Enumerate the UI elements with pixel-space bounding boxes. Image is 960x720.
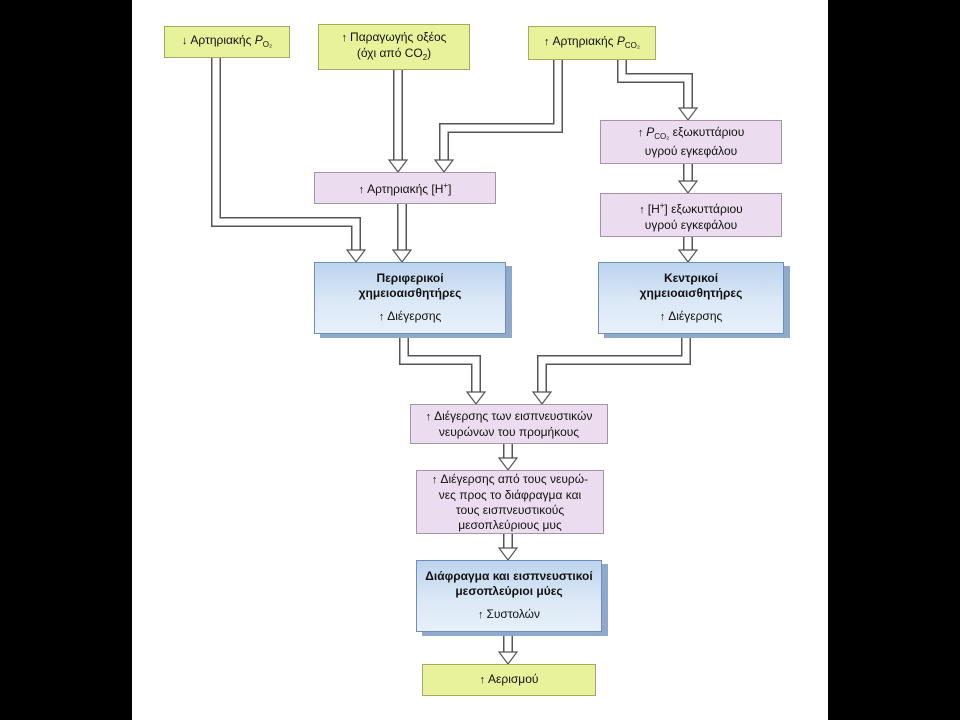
pco2-ecf-brain-box: ↑PCO₂ εξωκυττάριου υγρού εγκεφάλου	[600, 120, 782, 164]
flow-arrows	[211, 58, 699, 665]
arrow-h-to-peripheral	[391, 204, 413, 263]
increase-arrow-icon: ↑	[378, 311, 385, 323]
increase-arrow-icon: ↑	[637, 127, 644, 139]
increase-arrow-icon: ↑	[358, 184, 365, 196]
arterial-h-box: ↑Αρτηριακής [H+]	[314, 172, 496, 204]
motor-nerves-box: ↑Διέγερσης από τους νευρώ- νες προς το δ…	[416, 470, 604, 534]
h-ecf-brain-box: ↑[H+] εξωκυττάριου υγρού εγκεφάλου	[600, 193, 782, 237]
increase-arrow-icon: ↑	[544, 35, 550, 48]
decrease-arrow-icon: ↓	[181, 34, 188, 47]
central-chemoreceptors-box: Κεντρικοί χημειοαισθητήρες ↑Διέγερσης	[598, 262, 784, 334]
arrow-nerves-to-diaphragm	[497, 534, 519, 561]
acid-production-box: ↑Παραγωγής οξέος (όχι από CO2)	[318, 24, 470, 70]
arrow-pco2-to-h	[433, 60, 563, 173]
arterial-po2-box: ↓Αρτηριακής PO₂	[164, 26, 290, 58]
arterial-pco2-box: ↑Αρτηριακής PCO₂	[528, 26, 656, 60]
arrow-ecf-pco2-to-h	[677, 164, 699, 194]
arrow-acid-to-h	[387, 70, 409, 173]
increase-arrow-icon: ↑	[341, 31, 348, 44]
arrow-central-to-medulla	[531, 334, 691, 405]
peripheral-chemoreceptors-box: Περιφερικοί χημειοαισθητήρες ↑Διέγερσης	[314, 262, 506, 334]
increase-arrow-icon: ↑	[425, 410, 432, 423]
ventilation-box: ↑Αερισμού	[422, 664, 596, 696]
arrow-po2-to-peripheral	[211, 58, 367, 263]
arrow-ecf-h-to-central	[677, 237, 699, 263]
arrow-medulla-to-nerves	[497, 444, 519, 471]
arrow-pco2-to-ecf	[617, 60, 699, 121]
increase-arrow-icon: ↑	[431, 473, 438, 486]
increase-arrow-icon: ↑	[659, 311, 666, 323]
arrow-diaphragm-to-ventilation	[497, 632, 519, 665]
increase-arrow-icon: ↑	[639, 203, 645, 216]
medulla-neurons-box: ↑Διέγερσης των εισπνευστικών νευρώνων το…	[410, 404, 608, 444]
arrow-peripheral-to-medulla	[399, 334, 487, 405]
increase-arrow-icon: ↑	[477, 609, 484, 621]
diagram-canvas: ↓Αρτηριακής PO₂ ↑Παραγωγής οξέος (όχι απ…	[132, 0, 828, 720]
diaphragm-muscles-box: Διάφραγμα και εισπνευστικοί μεσοπλεύριοι…	[416, 560, 602, 632]
increase-arrow-icon: ↑	[479, 674, 486, 686]
